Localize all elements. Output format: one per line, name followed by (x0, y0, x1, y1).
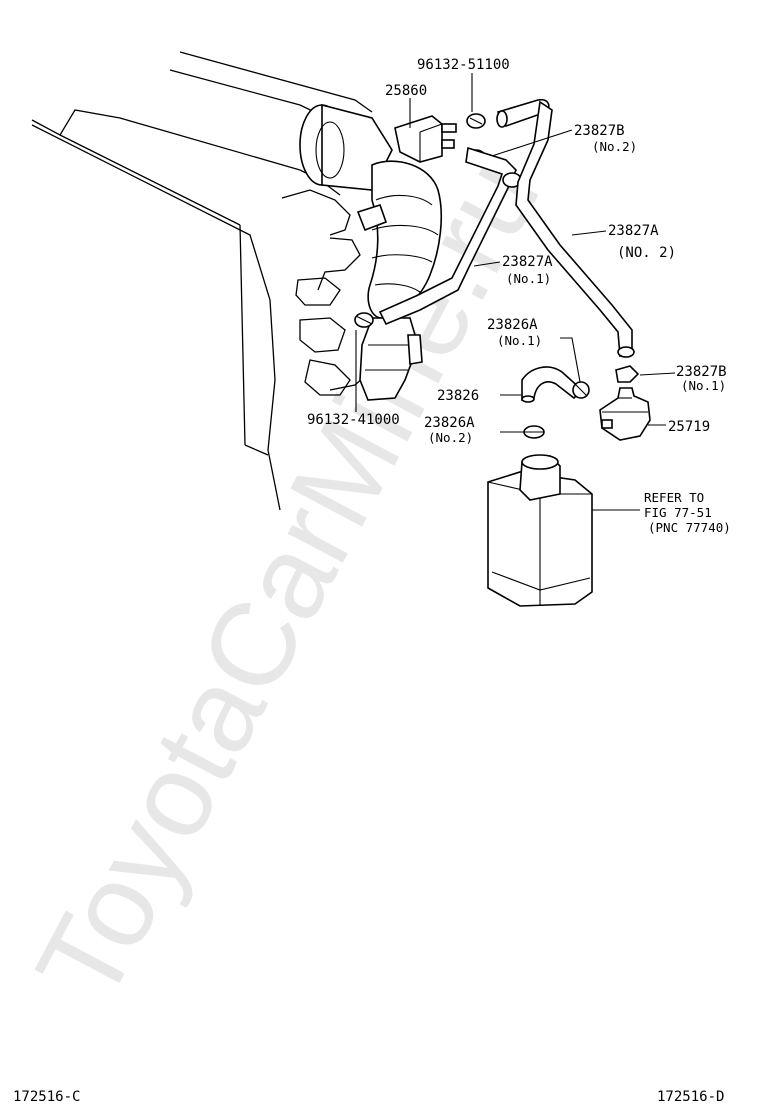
label-23827a-mid-sub: (No.1) (506, 271, 551, 286)
watermark: ToyotaCarMine.ru (11, 138, 565, 1022)
label-25719: 25719 (668, 419, 710, 435)
clamp-23826a-no2 (523, 425, 545, 439)
hose-23827a-no2 (515, 100, 635, 358)
vsv-25860 (394, 115, 457, 163)
label-23826: 23826 (437, 388, 479, 404)
clamp-96132-41000 (354, 312, 374, 328)
label-23827b-right: 23827B (676, 364, 727, 380)
label-96132-41000: 96132-41000 (307, 412, 400, 428)
label-23827b-upper: 23827B (574, 123, 625, 139)
label-23827b-right-sub: (No.1) (681, 378, 726, 393)
label-23827b-upper-sub: (No.2) (592, 139, 637, 154)
label-23826a-top-sub: (No.1) (497, 333, 542, 348)
reference-line-3: (PNC 77740) (648, 520, 731, 535)
label-23826a-bottom-sub: (No.2) (428, 430, 473, 445)
label-23826a-top: 23826A (487, 317, 538, 333)
hose-23826 (521, 366, 584, 403)
reference-line-1: REFER TO (644, 490, 704, 505)
label-23827a-right: 23827A (608, 223, 659, 239)
charcoal-canister (487, 454, 593, 607)
clip-23827b-no1 (615, 365, 640, 383)
valve-25719 (599, 387, 651, 441)
clamp-23826a-no1 (572, 381, 590, 399)
intake-hose (299, 103, 443, 401)
label-96132-51100: 96132-51100 (417, 57, 510, 73)
label-25860: 25860 (385, 83, 427, 99)
hose-23827a-no1 (378, 146, 522, 326)
label-23827a-right-sub: (NO. 2) (617, 245, 676, 261)
label-23827a-mid: 23827A (502, 254, 553, 270)
footer-code-left: 172516-C (13, 1089, 80, 1105)
footer-code-right: 172516-D (657, 1089, 724, 1105)
leader-lines (355, 73, 676, 511)
reference-line-2: FIG 77-51 (644, 505, 712, 520)
label-23826a-bottom: 23826A (424, 415, 475, 431)
